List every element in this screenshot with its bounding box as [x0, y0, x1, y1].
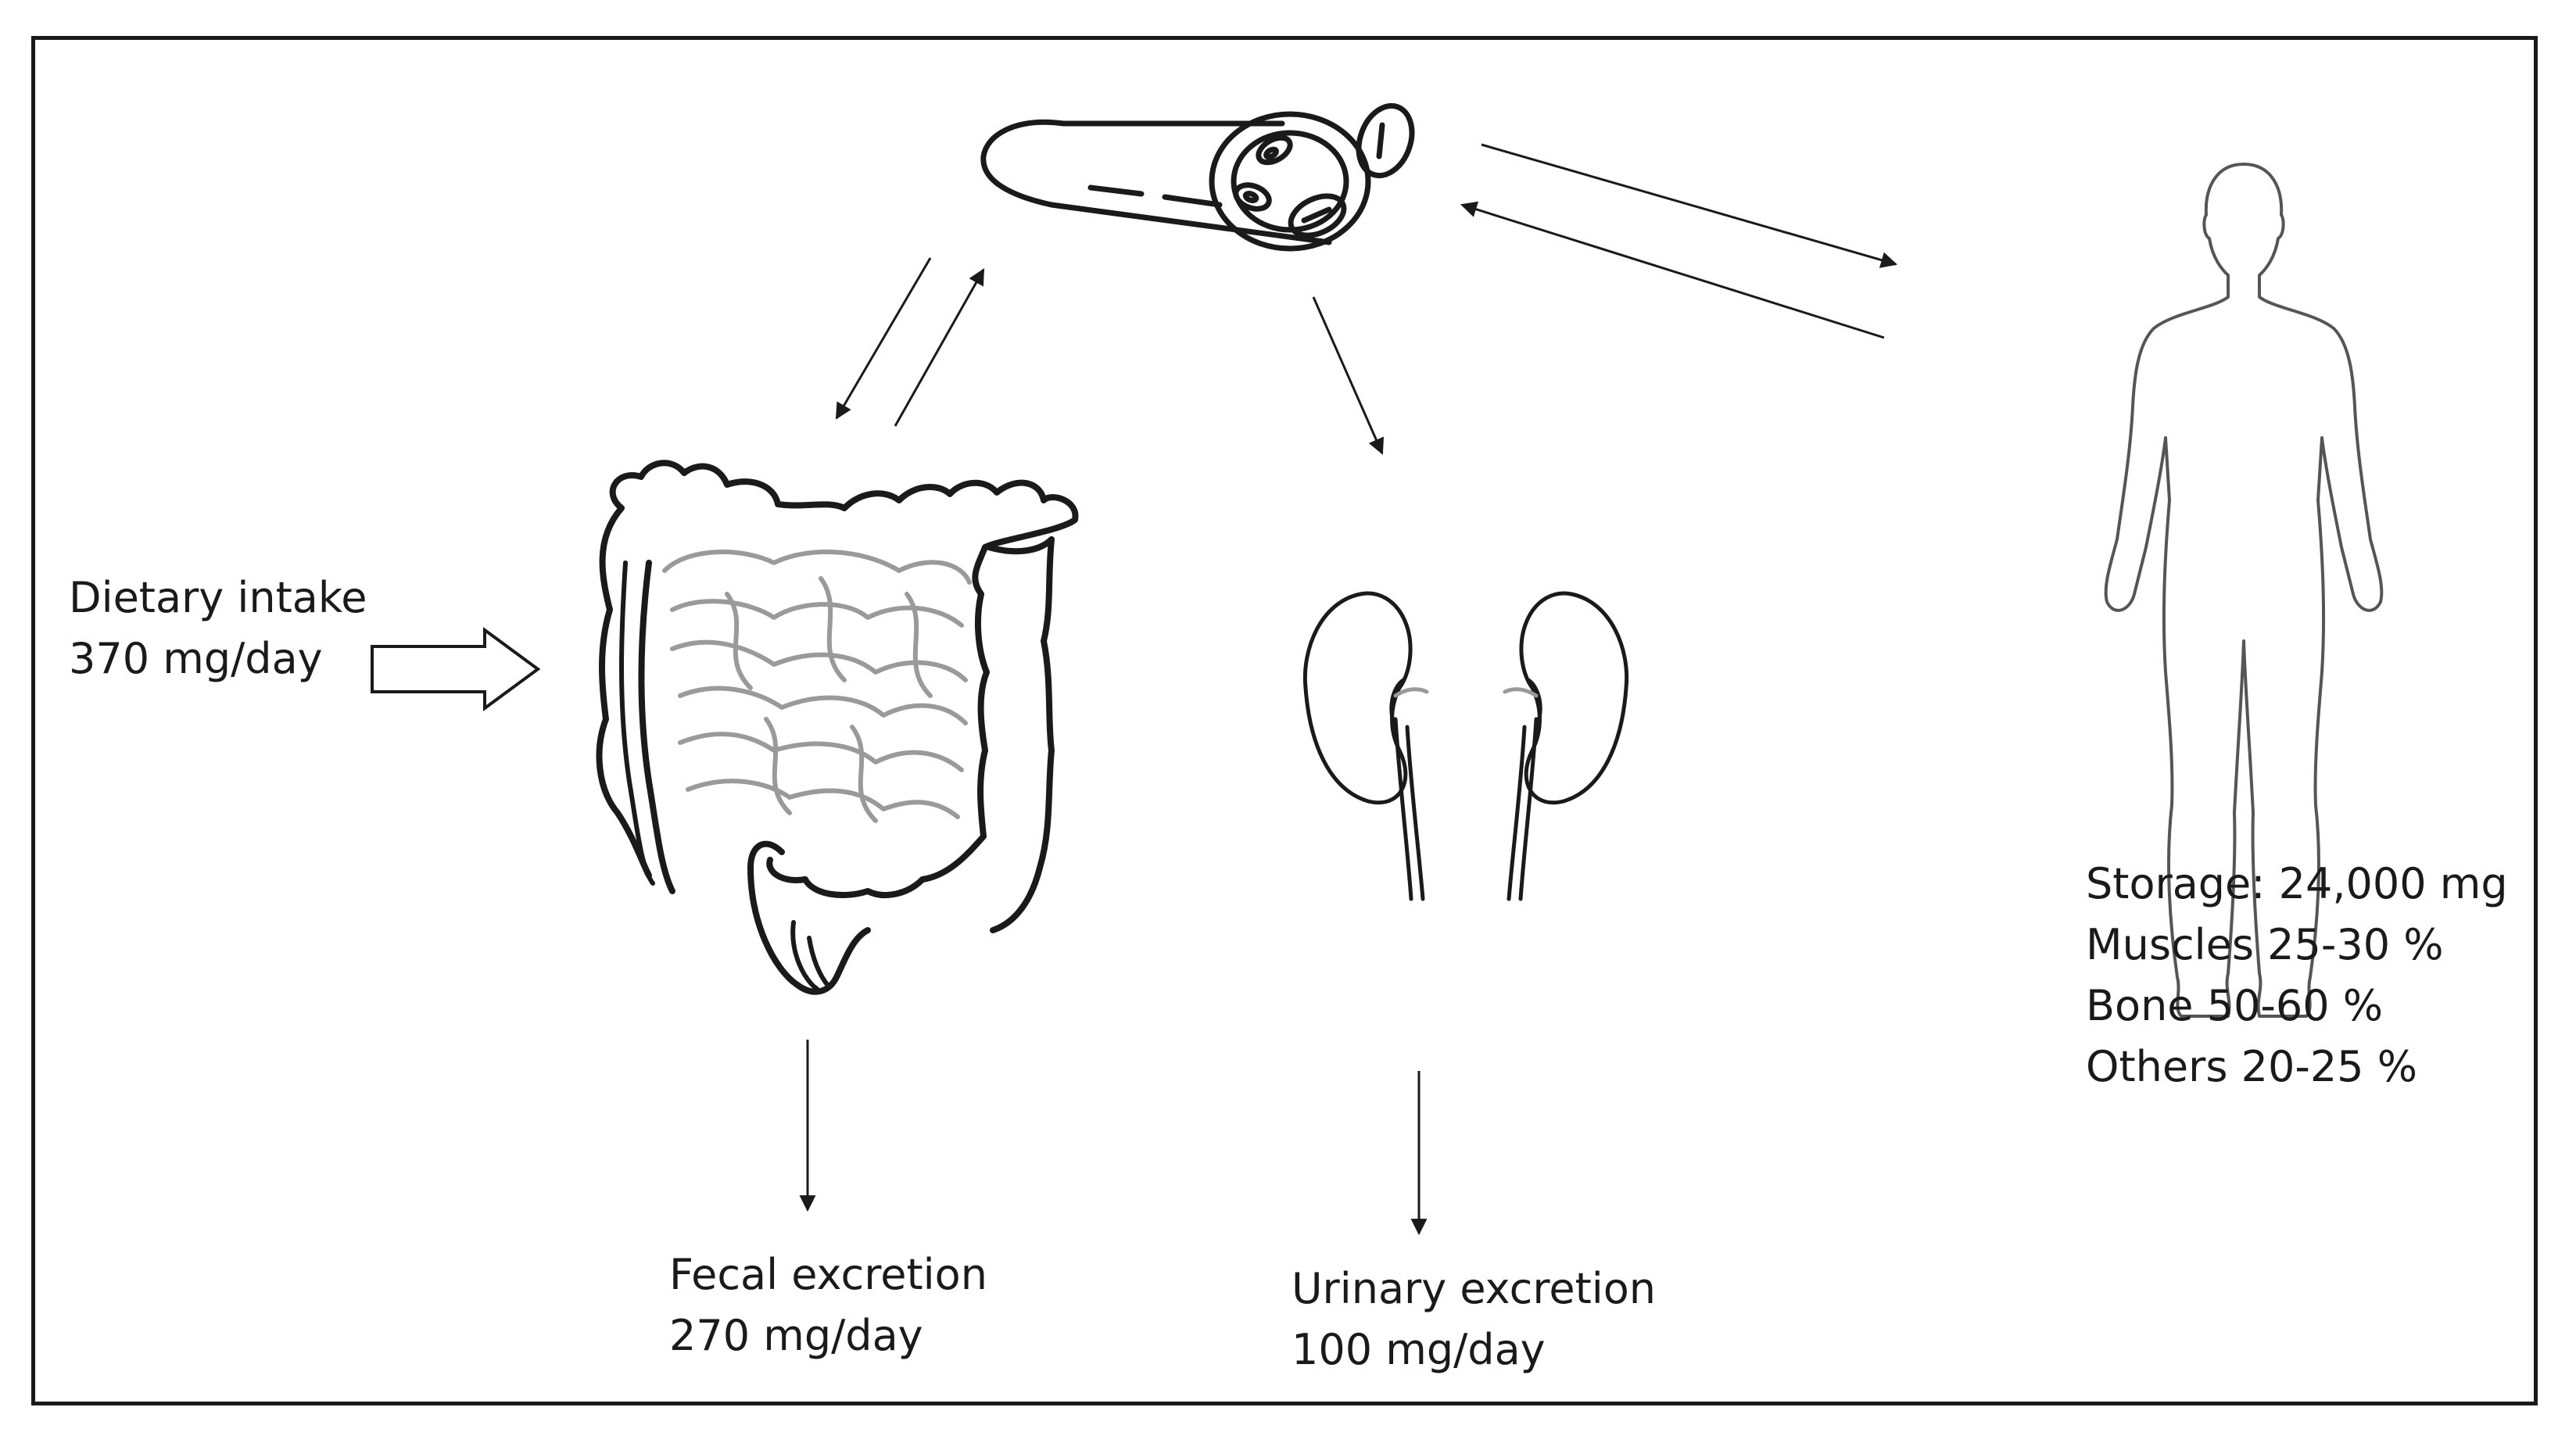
fecal-excretion-title: Fecal excretion — [669, 1250, 987, 1299]
blood-vessel-icon — [980, 102, 1415, 252]
dietary-intake-title: Dietary intake — [69, 573, 367, 622]
storage-label: Storage: 24,000 mg Muscles 25-30 % Bone … — [2086, 854, 2508, 1097]
urinary-excretion-label: Urinary excretion 100 mg/day — [1292, 1259, 1656, 1380]
fecal-excretion-amount: 270 mg/day — [669, 1311, 923, 1360]
vessel-to-intestine-arrow — [835, 257, 932, 420]
body-to-vessel-arrow — [1460, 201, 1885, 339]
storage-bone: Bone 50-60 % — [2086, 981, 2384, 1030]
storage-total: Storage: 24,000 mg — [2086, 859, 2508, 908]
fecal-excretion-label: Fecal excretion 270 mg/day — [669, 1244, 987, 1366]
diagram-frame — [31, 36, 2538, 1405]
flow-arrows — [799, 143, 1898, 1236]
human-body-icon — [2104, 163, 2384, 1018]
vessel-to-kidney-arrow — [1312, 296, 1384, 455]
vessel-to-body-arrow — [1481, 143, 1898, 268]
storage-muscles: Muscles 25-30 % — [2086, 920, 2444, 969]
urinary-excretion-amount: 100 mg/day — [1292, 1325, 1546, 1374]
dietary-intake-label: Dietary intake 370 mg/day — [69, 568, 367, 689]
dietary-intake-arrow — [371, 627, 541, 711]
urinary-excretion-title: Urinary excretion — [1292, 1264, 1657, 1313]
intestine-to-vessel-arrow — [894, 268, 985, 427]
kidneys-icon — [1302, 591, 1629, 901]
intestine-icon — [596, 460, 1079, 995]
dietary-intake-amount: 370 mg/day — [69, 634, 323, 683]
storage-others: Others 20-25 % — [2086, 1042, 2418, 1091]
